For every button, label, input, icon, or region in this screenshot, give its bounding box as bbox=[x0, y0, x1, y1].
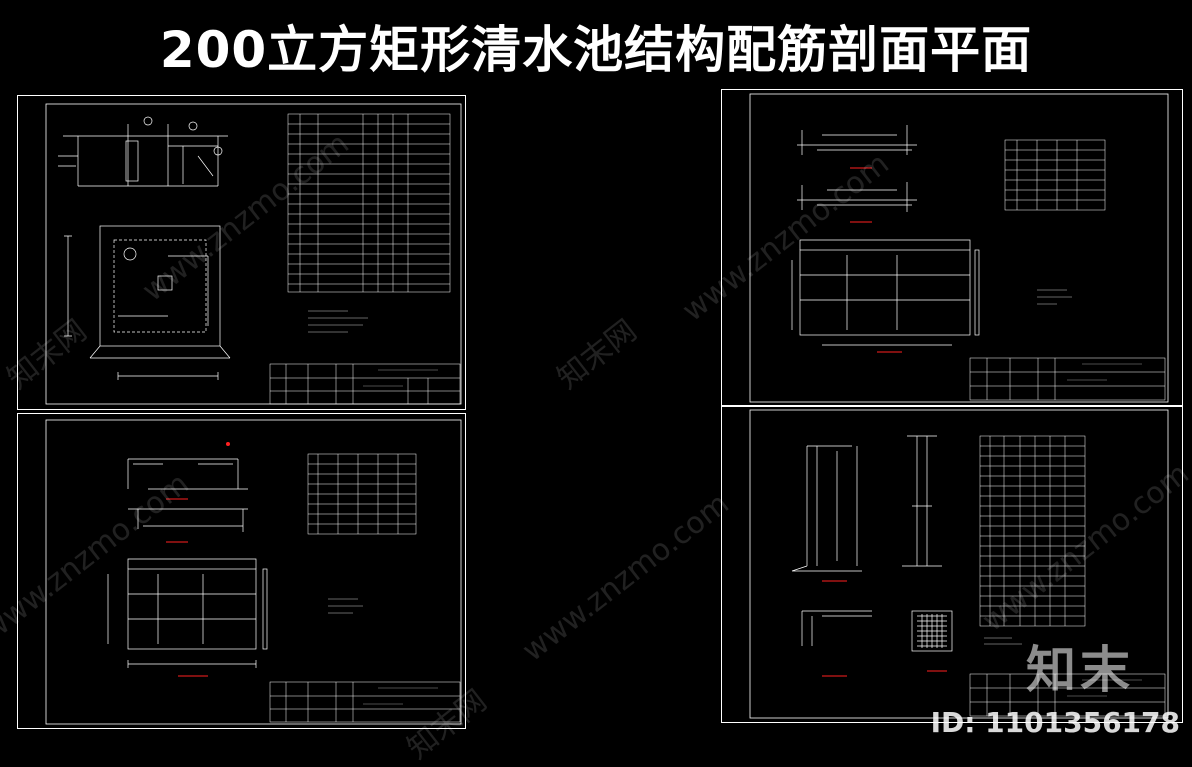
watermark-brand: 知末网 bbox=[550, 313, 644, 397]
drawing-sheet-3[interactable] bbox=[721, 89, 1183, 407]
drawing-sheet-2[interactable] bbox=[17, 413, 466, 729]
sheet-2-linework bbox=[45, 419, 462, 725]
watermark: www.znzmo.com bbox=[515, 486, 736, 669]
drawing-sheet-1[interactable] bbox=[17, 95, 466, 410]
sheet-4-linework bbox=[749, 409, 1169, 719]
page-title: 200立方矩形清水池结构配筋剖面平面 bbox=[159, 21, 1033, 79]
sheet-1-linework bbox=[45, 103, 462, 405]
id-label: ID: 1101356178 bbox=[930, 706, 1180, 739]
brand-logo: 知末 bbox=[1026, 641, 1134, 699]
drawing-sheet-4[interactable] bbox=[721, 405, 1183, 723]
sheet-3-linework bbox=[749, 93, 1169, 403]
